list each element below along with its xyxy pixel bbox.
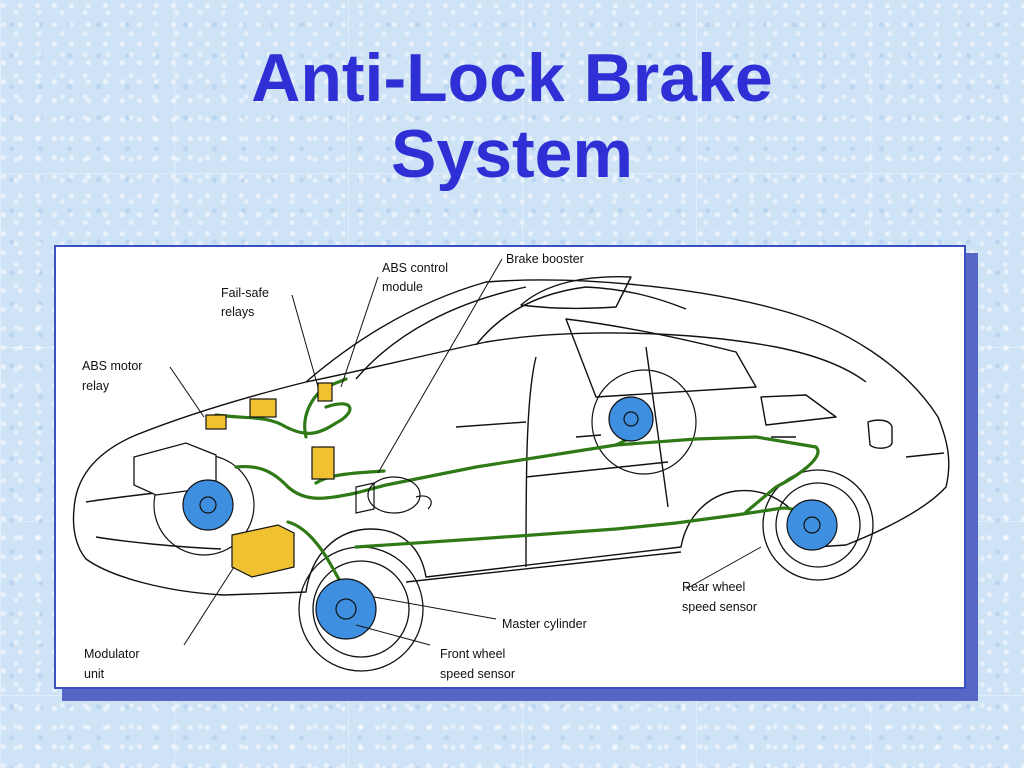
- diagram-frame: Brake booster ABS control module Fail-sa…: [54, 245, 966, 689]
- modulator-reservoir-shape: [311, 446, 335, 480]
- leader-lines: [169, 258, 762, 646]
- label-fail-safe-relays-line-1: Fail-safe: [221, 286, 269, 300]
- label-rear-wheel-speed-sensor-line-1: Rear wheel: [682, 580, 745, 594]
- abs-components: [205, 382, 335, 578]
- label-abs-motor-relay-line-2: relay: [82, 379, 110, 393]
- rear-left-disc: [608, 396, 654, 442]
- label-front-wheel-speed-sensor-line-1: Front wheel: [440, 647, 505, 661]
- abs-motor-relay-shape: [205, 414, 227, 430]
- label-master-cylinder: Master cylinder: [502, 617, 587, 631]
- label-brake-booster: Brake booster: [506, 252, 584, 266]
- fail-safe-relays-shape: [249, 398, 277, 418]
- rear-right-wheel: [762, 469, 874, 581]
- brake-discs: [182, 396, 838, 640]
- rear-right-disc: [786, 499, 838, 551]
- label-front-wheel-speed-sensor-line-2: speed sensor: [440, 667, 515, 681]
- slide-title: Anti-Lock Brake System: [0, 40, 1024, 192]
- front-right-disc: [315, 578, 377, 640]
- label-fail-safe-relays-line-2: relays: [221, 305, 254, 319]
- slide-title-line-2: System: [391, 116, 633, 192]
- label-abs-control-module-line-1: ABS control: [382, 261, 448, 275]
- label-abs-motor-relay-line-1: ABS motor: [82, 359, 142, 373]
- abs-diagram: Brake booster ABS control module Fail-sa…: [72, 252, 950, 681]
- brake-lines: [214, 377, 820, 594]
- rear-left-wheel: [591, 369, 697, 475]
- modulator-unit-shape: [231, 524, 295, 578]
- label-abs-control-module-line-2: module: [382, 280, 423, 294]
- label-modulator-unit-line-1: Modulator: [84, 647, 140, 661]
- front-left-disc: [182, 479, 234, 531]
- label-modulator-unit-line-2: unit: [84, 667, 105, 681]
- slide-title-line-1: Anti-Lock Brake: [251, 40, 773, 116]
- brake-booster: [355, 476, 432, 514]
- label-rear-wheel-speed-sensor-line-2: speed sensor: [682, 600, 757, 614]
- abs-control-module-shape: [317, 382, 333, 402]
